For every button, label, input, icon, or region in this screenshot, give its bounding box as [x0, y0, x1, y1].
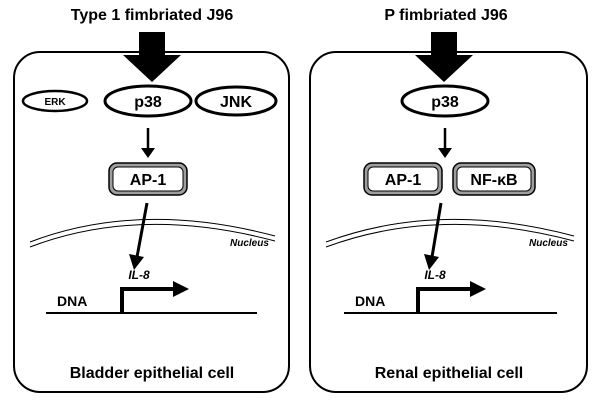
right-ap1-label: AP-1	[385, 172, 422, 189]
left-ap1-to-gene-arrowhead	[129, 254, 144, 270]
left-ap1-label: AP-1	[130, 172, 167, 189]
right-factors-to-gene-arrow	[430, 202, 443, 258]
left-promoter-arrow	[120, 287, 175, 313]
right-gene-label: IL-8	[424, 268, 446, 282]
left-ap1-box-inner	[112, 166, 184, 192]
right-nfkb-label: NF-κB	[470, 172, 517, 189]
right-p38-to-factors-arrowhead	[438, 148, 452, 158]
left-nucleus-label: Nucleus	[230, 238, 269, 249]
left-title: Type 1 fimbriated J96	[71, 7, 234, 24]
right-promoter-arrow	[416, 287, 472, 313]
right-dna-label: DNA	[355, 293, 385, 309]
right-nfkb-box-inner	[456, 166, 532, 192]
left-p38-to-ap1-arrowhead	[141, 148, 155, 158]
left-nucleus-membrane-inner	[29, 223, 276, 248]
left-panel: Type 1 fimbriated J96 ERK p38 JNK AP-1 N…	[13, 7, 290, 393]
left-dna-label: DNA	[57, 293, 87, 309]
left-nucleus-membrane-outer	[29, 218, 276, 243]
right-nucleus-label: Nucleus	[529, 238, 568, 249]
left-erk-label: ERK	[44, 97, 66, 108]
right-panel: P fimbriated J96 p38 AP-1 NF-κB Nucleus …	[309, 7, 588, 393]
left-cell-label: Bladder epithelial cell	[70, 365, 235, 382]
left-p38-node	[103, 84, 193, 118]
right-ap1-box-inner	[367, 166, 439, 192]
right-entry-arrow	[415, 32, 473, 82]
left-erk-node	[21, 89, 89, 113]
left-jnk-label: JNK	[220, 94, 252, 111]
right-cell-label: Renal epithelial cell	[375, 365, 524, 382]
left-entry-arrow	[123, 32, 181, 82]
right-p38-label: p38	[431, 94, 459, 111]
left-gene-label: IL-8	[128, 268, 150, 282]
right-p38-node	[400, 84, 490, 118]
right-title: P fimbriated J96	[384, 7, 507, 24]
right-factors-to-gene-arrowhead	[424, 254, 439, 270]
right-nucleus-membrane-inner	[325, 223, 575, 248]
left-p38-label: p38	[134, 94, 162, 111]
left-jnk-node	[194, 85, 278, 117]
left-promoter-arrowhead	[173, 281, 189, 297]
right-promoter-arrowhead	[470, 281, 486, 297]
right-nucleus-membrane-outer	[325, 218, 575, 243]
left-ap1-to-gene-arrow	[135, 202, 149, 258]
